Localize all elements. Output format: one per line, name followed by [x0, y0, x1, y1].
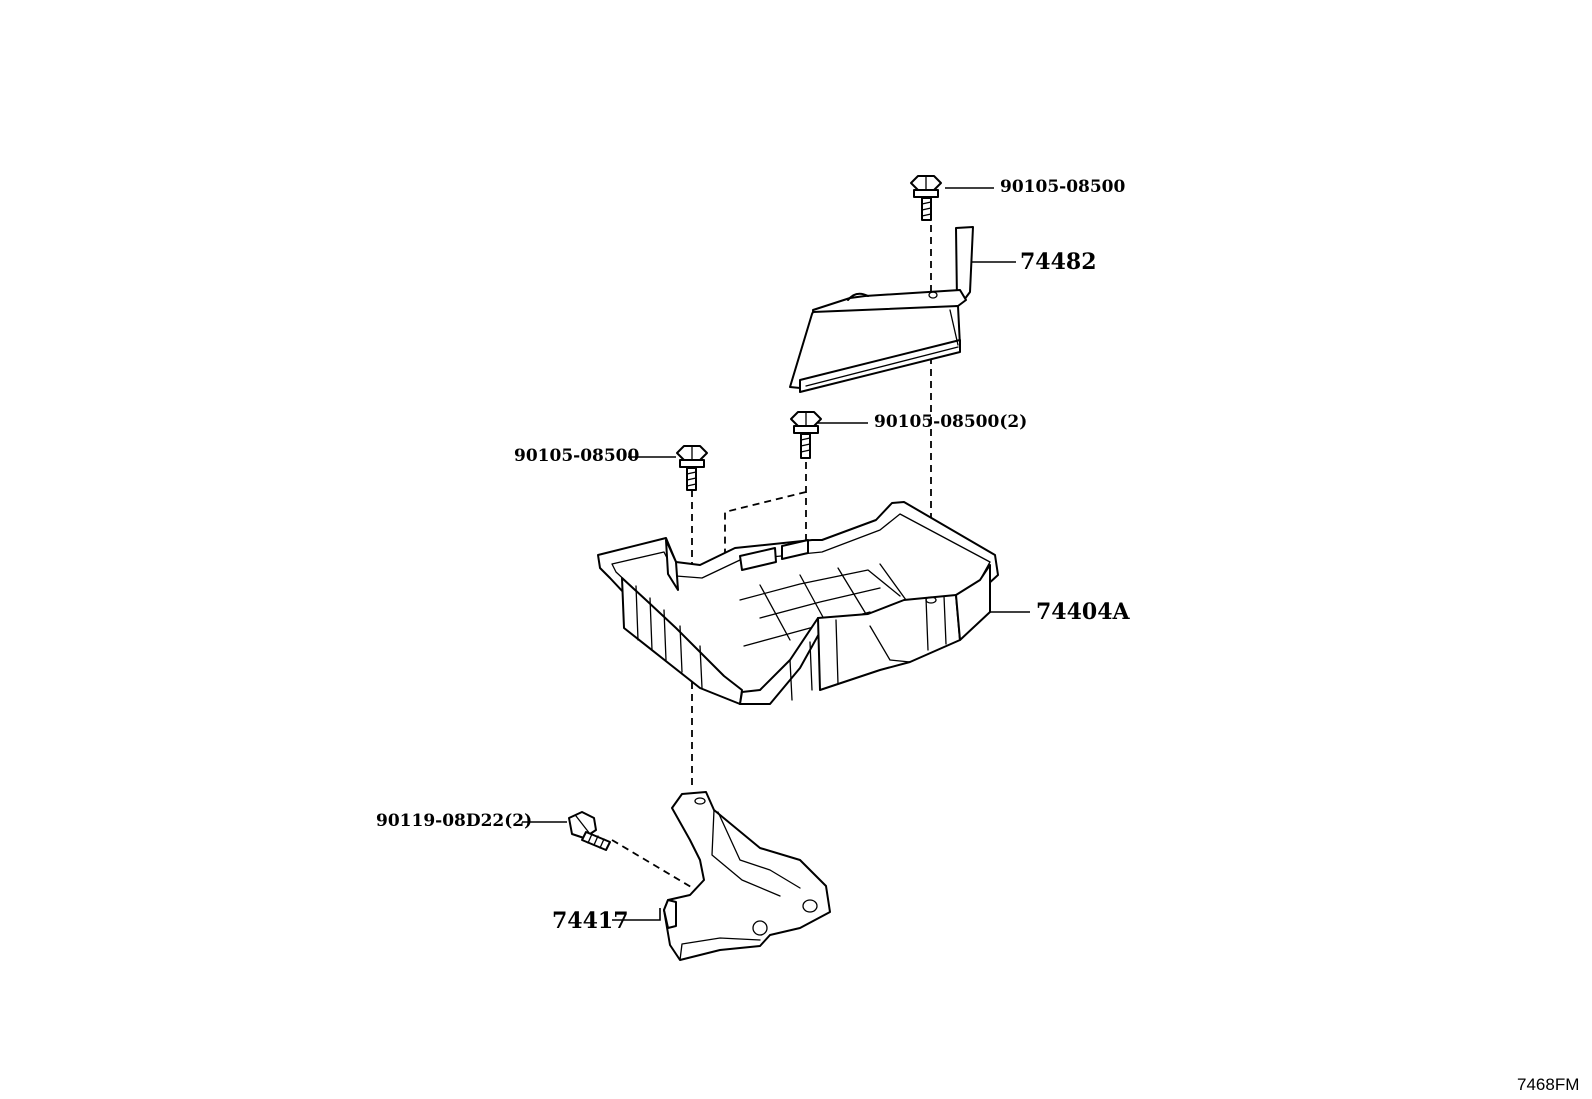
- label-cover: 74482: [1020, 249, 1097, 275]
- label-bracket: 74417: [552, 908, 629, 934]
- bolt-mid-icon: [790, 411, 822, 459]
- bolt-top-icon: [910, 175, 942, 221]
- label-tray: 74404A: [1036, 599, 1130, 625]
- bolt-bracket-icon: [568, 811, 611, 851]
- bracket: [663, 791, 831, 961]
- battery-tray: [597, 501, 999, 705]
- bolt-left-icon: [676, 445, 708, 491]
- label-bolt-top: 90105-08500: [1000, 177, 1126, 197]
- leader-lines: [522, 187, 1030, 921]
- cover-panel: [789, 226, 974, 393]
- label-bolt-left: 90105-08500: [514, 446, 640, 466]
- label-bolt-mid: 90105-08500(2): [874, 412, 1028, 432]
- figure-code: 7468FM: [1517, 1075, 1580, 1094]
- label-bolt-bracket: 90119-08D22(2): [376, 811, 533, 831]
